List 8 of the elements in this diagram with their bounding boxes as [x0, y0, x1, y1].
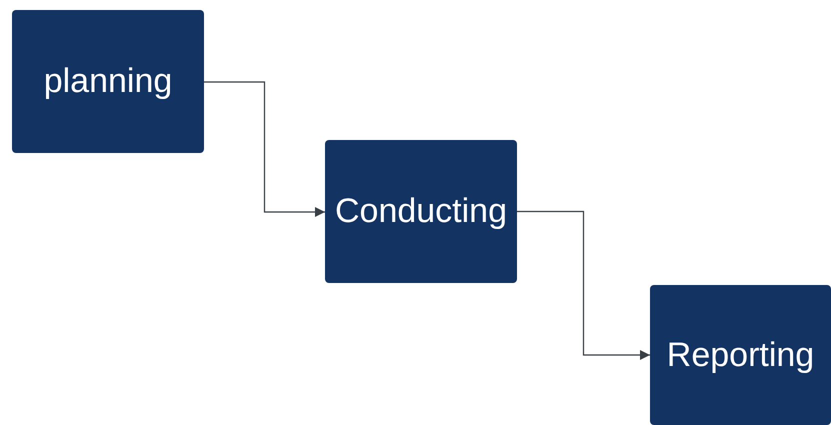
box-label: planning — [44, 62, 172, 101]
process-box — [650, 285, 831, 425]
arrow — [204, 81, 325, 217]
process-box — [12, 10, 204, 153]
box-label: Conducting — [334, 192, 507, 231]
arrow — [517, 210, 650, 360]
process-box — [325, 140, 517, 283]
box-label: Reporting — [666, 336, 814, 374]
